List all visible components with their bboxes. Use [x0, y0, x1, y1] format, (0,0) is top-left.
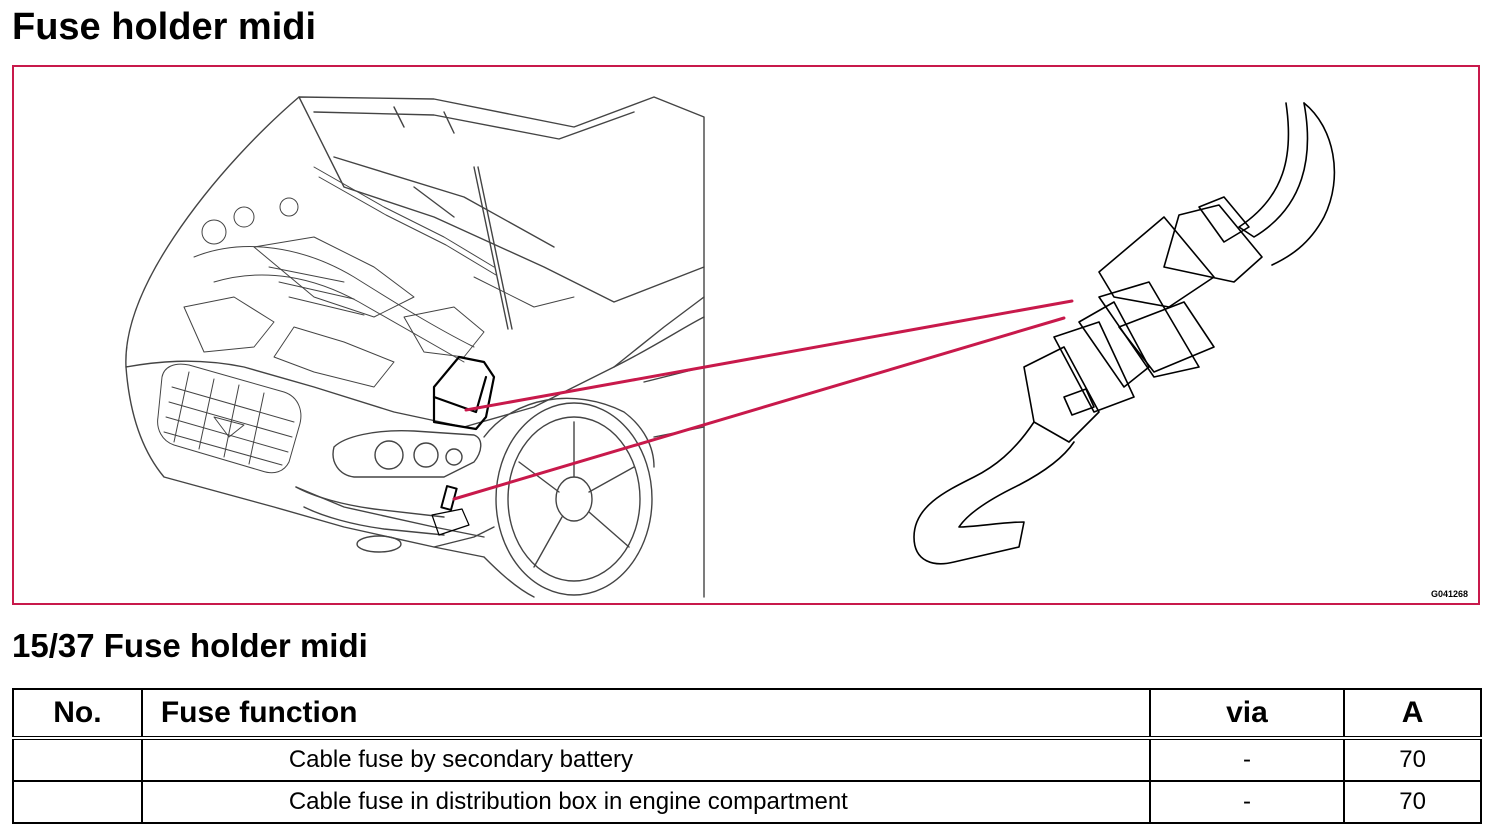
section-title: 15/37 Fuse holder midi — [12, 627, 368, 664]
header-fuse-function: Fuse function — [140, 688, 1151, 739]
figure-frame: G041268 — [12, 65, 1480, 605]
hood-strut — [473, 166, 509, 330]
fuse-table: No. Fuse function via A Cable fuse by se… — [12, 688, 1482, 824]
car-hood — [298, 96, 705, 303]
cell-no — [12, 780, 143, 824]
cell-fuse-function: Cable fuse in distribution box in engine… — [140, 780, 1151, 824]
table-header-row: No. Fuse function via A — [12, 688, 1482, 739]
cell-amps: 70 — [1343, 737, 1482, 782]
header-no: No. — [12, 688, 143, 739]
fuse-box-engine-compartment — [432, 355, 496, 431]
table-row: Cable fuse in distribution box in engine… — [12, 780, 1482, 824]
grille — [157, 363, 302, 474]
cell-via: - — [1148, 737, 1346, 782]
headlight — [332, 429, 482, 478]
cell-fuse-function: Cable fuse by secondary battery — [140, 737, 1151, 782]
header-via: via — [1148, 688, 1346, 739]
header-amps: A — [1343, 688, 1482, 739]
car-engine-illustration — [125, 96, 1336, 598]
cell-no — [12, 737, 143, 782]
front-bumper — [295, 486, 495, 553]
leader-lines — [452, 299, 1074, 501]
car-body — [125, 96, 705, 598]
cell-via: - — [1148, 780, 1346, 824]
cell-amps: 70 — [1343, 780, 1482, 824]
table-row: Cable fuse by secondary battery - 70 — [12, 737, 1482, 782]
logo-emblem — [213, 416, 245, 438]
cable-fuse-holder-detail — [913, 102, 1336, 565]
figure-code: G041268 — [1430, 589, 1468, 599]
engine-bay — [183, 166, 575, 388]
page-title: Fuse holder midi — [12, 6, 317, 48]
front-wheel — [483, 397, 655, 596]
